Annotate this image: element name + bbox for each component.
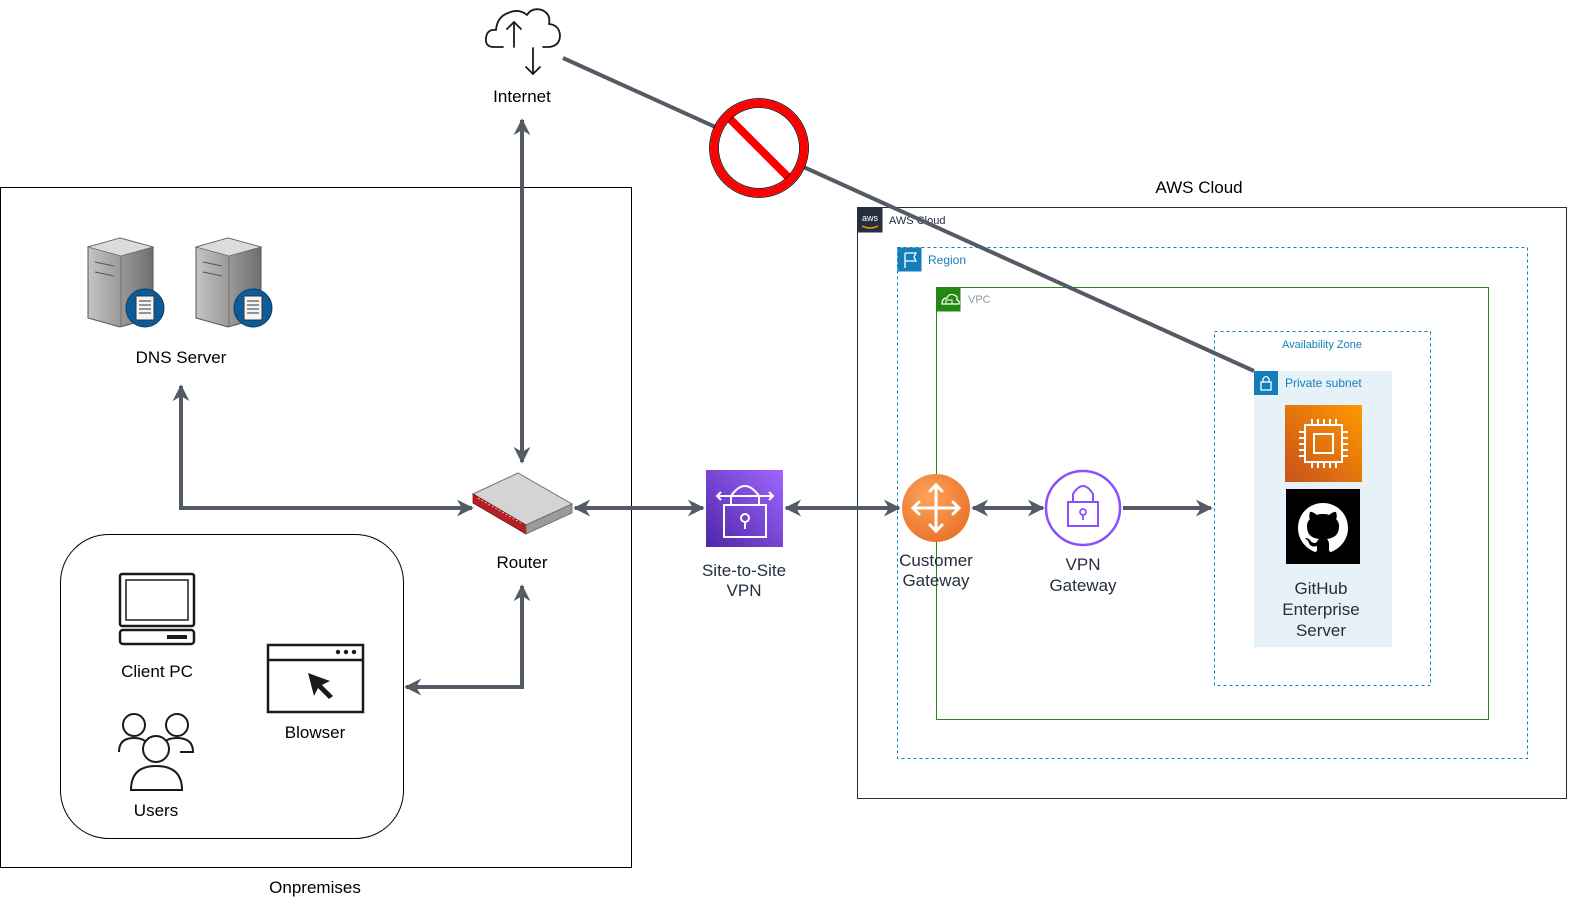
lock-icon (1254, 371, 1278, 395)
onpremises-container (0, 187, 632, 868)
connector-internet-private-subnet-blocked (562, 56, 1255, 373)
client-group-container (60, 534, 404, 839)
onpremises-label: Onpremises (269, 878, 361, 897)
server-document-icon (86, 237, 273, 328)
client-pc-label: Client PC (121, 662, 193, 681)
customer-gateway-label-line2: Gateway (902, 571, 970, 590)
availability-zone-label: Availability Zone (1282, 339, 1362, 351)
aws-logo-text: aws (862, 213, 879, 223)
vpn-gateway-label-line1: VPN (1066, 555, 1101, 574)
router-label: Router (496, 553, 547, 572)
internet-label: Internet (493, 87, 551, 106)
s2s-vpn-label-line1: Site-to-Site (702, 561, 786, 580)
browser-window-cursor-icon (266, 643, 365, 714)
router-icon (471, 472, 574, 535)
vpc-label: VPC (968, 294, 991, 306)
cloud-upload-download-icon (485, 8, 561, 75)
vpn-gateway-label-line2: Gateway (1049, 576, 1117, 595)
region-label: Region (928, 253, 966, 267)
aws-site-to-site-vpn-icon (706, 470, 783, 547)
availability-zone-container (1214, 331, 1431, 686)
github-octocat-icon (1286, 489, 1360, 564)
connectors (172, 56, 1255, 696)
customer-gateway-label-line1: Customer (899, 551, 973, 570)
prohibited-sign-icon (709, 98, 809, 198)
ghes-label-line3: Server (1296, 621, 1346, 640)
aws-cloud-title: AWS Cloud (1155, 178, 1242, 197)
private-subnet-label: Private subnet (1285, 376, 1362, 390)
connector-router-client-group (404, 584, 531, 696)
ghes-label-line2: Enterprise (1282, 600, 1359, 619)
region-container (897, 247, 1528, 759)
users-group-icon (118, 713, 195, 791)
aws-ec2-instance-icon (1285, 405, 1362, 482)
aws-vpn-gateway-icon (1044, 469, 1122, 547)
dns-server-label: DNS Server (136, 348, 227, 367)
s2s-vpn-label-line2: VPN (727, 581, 762, 600)
connector-router-dns (172, 384, 474, 517)
aws-customer-gateway-icon (902, 474, 970, 542)
ghes-label-line1: GitHub (1295, 579, 1348, 598)
region-flag-icon (897, 247, 922, 272)
browser-label: Blowser (285, 723, 346, 742)
users-label: Users (134, 801, 178, 820)
desktop-computer-icon (118, 572, 196, 646)
